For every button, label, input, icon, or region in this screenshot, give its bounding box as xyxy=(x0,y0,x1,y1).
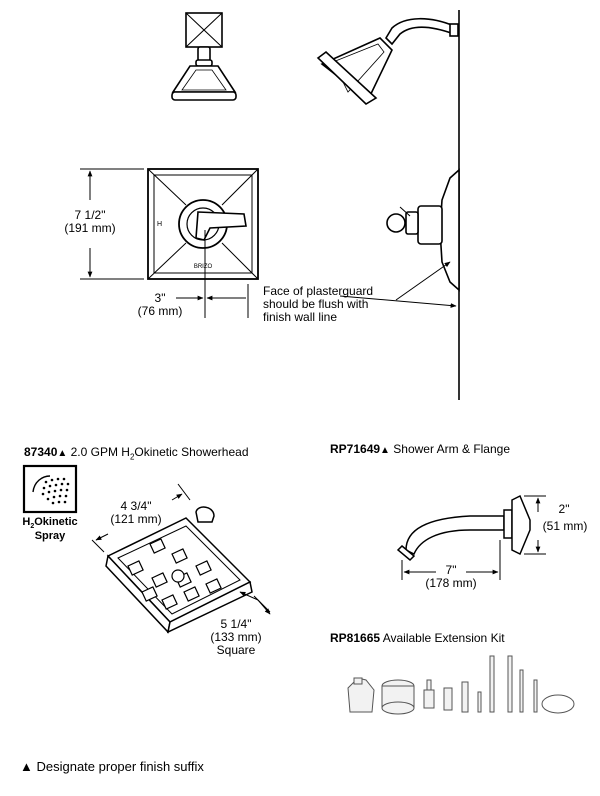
valve-height-dimension xyxy=(80,168,144,280)
finish-marker-icon: ▲ xyxy=(57,448,68,459)
finish-marker-icon: ▲ xyxy=(380,445,390,456)
spray-label-sub: 2 xyxy=(30,523,35,531)
shower-arm-drawing xyxy=(396,494,531,562)
shower-arm-part-number: RP71649 xyxy=(330,442,381,456)
showerhead-depth-dimension xyxy=(239,591,271,615)
extension-kit-title-text: Available Extension Kit xyxy=(380,631,505,645)
valve-height-metric: (191 mm) xyxy=(64,221,116,235)
spray-badge xyxy=(22,464,78,514)
shower-arm-length-imperial: 7" xyxy=(445,563,457,577)
showerhead-depth-metric: (133 mm) xyxy=(210,630,262,644)
showerhead-title-post: Okinetic Showerhead xyxy=(134,445,249,459)
svg-text:H: H xyxy=(157,221,162,228)
showerhead-width-metric: (121 mm) xyxy=(110,512,162,526)
spray-label-post: Okinetic xyxy=(34,516,78,528)
shower-arm-title: RP71649▲ Shower Arm & Flange xyxy=(330,443,510,457)
valve-trim-side-view xyxy=(386,168,460,292)
finish-suffix-footnote: ▲ Designate proper finish suffix xyxy=(20,760,204,773)
footnote-text: Designate proper finish suffix xyxy=(32,759,204,774)
valve-projection-dimension xyxy=(176,230,249,318)
showerhead-width-dimension xyxy=(91,483,191,553)
valve-projection-metric: (76 mm) xyxy=(137,304,183,318)
shower-arm-height-metric: (51 mm) xyxy=(542,519,588,533)
spray-label-line2: Spray xyxy=(34,530,66,542)
extension-kit-title: RP81665 Available Extension Kit xyxy=(330,632,505,645)
showerhead-depth-shape: Square xyxy=(216,643,256,657)
showerhead-side-view xyxy=(316,17,459,106)
spray-label-pre: H xyxy=(22,516,31,528)
plasterguard-note-line1: Face of plasterguard xyxy=(263,284,374,298)
finish-marker-icon: ▲ xyxy=(20,759,33,774)
extension-kit-parts xyxy=(347,655,575,715)
shower-arm-length-dimension xyxy=(401,540,501,580)
plasterguard-leaders xyxy=(339,261,457,308)
valve-height-imperial: 7 1/2" xyxy=(74,208,106,222)
shower-arm-height-imperial: 2" xyxy=(558,502,570,516)
showerhead-depth-imperial: 5 1/4" xyxy=(220,617,252,631)
showerhead-title-pre: 2.0 GPM H xyxy=(67,445,130,459)
h2okinetic-showerhead-iso xyxy=(105,506,253,634)
valve-brand-mark: BRIZO xyxy=(194,264,213,270)
spray-label-line1: H2Okinetic xyxy=(16,516,84,533)
showerhead-title: 87340▲ 2.0 GPM H2Okinetic Showerhead xyxy=(24,446,249,463)
shower-arm-title-text: Shower Arm & Flange xyxy=(389,442,511,456)
showerhead-front-view xyxy=(171,12,237,101)
valve-trim-front-view: H xyxy=(147,168,259,280)
plasterguard-note-line2: should be flush with xyxy=(263,297,369,311)
showerhead-part-number: 87340 xyxy=(24,445,58,459)
shower-arm-length-metric: (178 mm) xyxy=(425,576,477,590)
plasterguard-note-line3: finish wall line xyxy=(263,310,338,324)
extension-kit-part-number: RP81665 xyxy=(330,631,381,645)
shower-arm-height-dimension xyxy=(524,495,546,555)
valve-projection-imperial: 3" xyxy=(154,291,166,305)
showerhead-width-imperial: 4 3/4" xyxy=(120,499,152,513)
showerhead-title-sub: 2 xyxy=(129,452,135,462)
